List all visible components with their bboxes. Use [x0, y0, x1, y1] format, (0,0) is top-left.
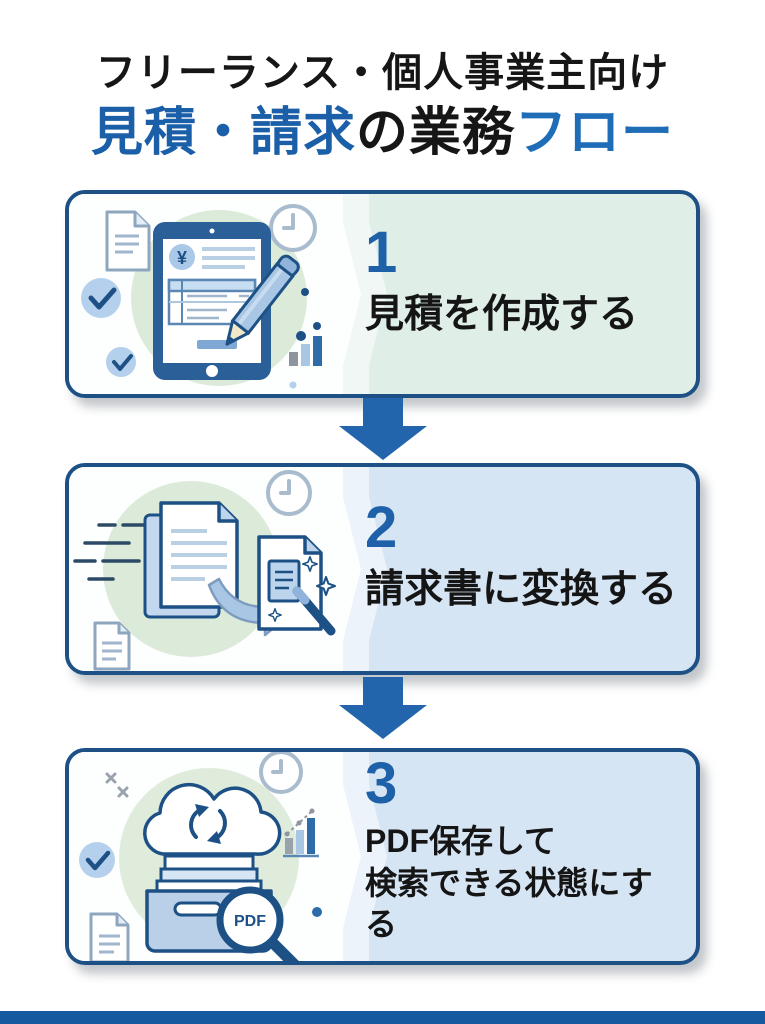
source-documents-icon — [143, 501, 239, 619]
step3-illustration: PDF — [69, 752, 343, 961]
document-icon — [105, 210, 151, 272]
pencil-icon — [225, 254, 300, 346]
step3-text: 3 PDF保存して 検索できる状態にする — [365, 752, 684, 961]
clock-icon — [269, 204, 317, 252]
tablet-estimate-illustration: ¥ — [81, 204, 322, 389]
check-icon — [79, 842, 115, 878]
dot-decoration — [301, 288, 309, 296]
step3-heading: PDF保存して — [365, 823, 557, 860]
document-icon — [93, 621, 131, 671]
cloud-sync-icon — [143, 782, 282, 856]
step2-text: 2 請求書に変換する — [365, 467, 684, 671]
step-card-1: ¥ — [65, 190, 700, 398]
yen-symbol: ¥ — [177, 248, 187, 268]
step2-heading: 請求書に変換する — [365, 568, 678, 612]
tablet-icon: ¥ — [153, 222, 271, 380]
title-flow: フロー — [515, 104, 675, 162]
step1-number: 1 — [365, 220, 398, 286]
flow-arrow-down-1 — [339, 398, 427, 460]
pdf-magnifier-icon: PDF — [216, 886, 299, 961]
dot-decoration — [296, 331, 306, 341]
step1-heading: 見積を作成する — [365, 293, 639, 337]
bar-chart-icon — [289, 322, 322, 366]
document-icon — [89, 912, 130, 961]
document-convert-illustration — [73, 470, 336, 671]
yen-badge-icon: ¥ — [169, 244, 195, 270]
footer-bar — [0, 1011, 765, 1024]
clock-icon — [266, 470, 312, 516]
step2-number: 2 — [365, 495, 398, 561]
title-middle: の業務 — [355, 104, 515, 162]
speed-lines-icon — [73, 523, 147, 581]
dot-decoration — [312, 907, 322, 917]
step-card-2: 2 請求書に変換する — [65, 463, 700, 675]
step1-illustration: ¥ — [69, 194, 343, 394]
clock-icon — [259, 752, 303, 794]
page-title-line2: 見積・請求の業務フロー — [0, 90, 765, 165]
step2-illustration — [69, 467, 343, 671]
page-title-line1: フリーランス・個人事業主向け — [95, 51, 670, 95]
trend-chart-icon — [283, 808, 319, 858]
pdf-label: PDF — [234, 913, 266, 930]
step3-heading-line2: 検索できる状態にする — [365, 864, 653, 943]
check-icon — [81, 278, 121, 318]
step-card-3: PDF — [65, 748, 700, 965]
magic-wand-icon — [292, 586, 336, 636]
dot-decoration — [289, 381, 297, 389]
title-estimate-invoice: 見積・請求 — [90, 104, 356, 162]
cloud-archive-pdf-illustration: PDF — [79, 752, 322, 961]
check-icon — [106, 347, 136, 377]
cross-marks-icon — [105, 772, 129, 798]
step3-number: 3 — [365, 751, 398, 817]
sparkle-icon — [268, 555, 336, 622]
step1-text: 1 見積を作成する — [365, 194, 684, 394]
flow-arrow-down-2 — [339, 677, 427, 739]
